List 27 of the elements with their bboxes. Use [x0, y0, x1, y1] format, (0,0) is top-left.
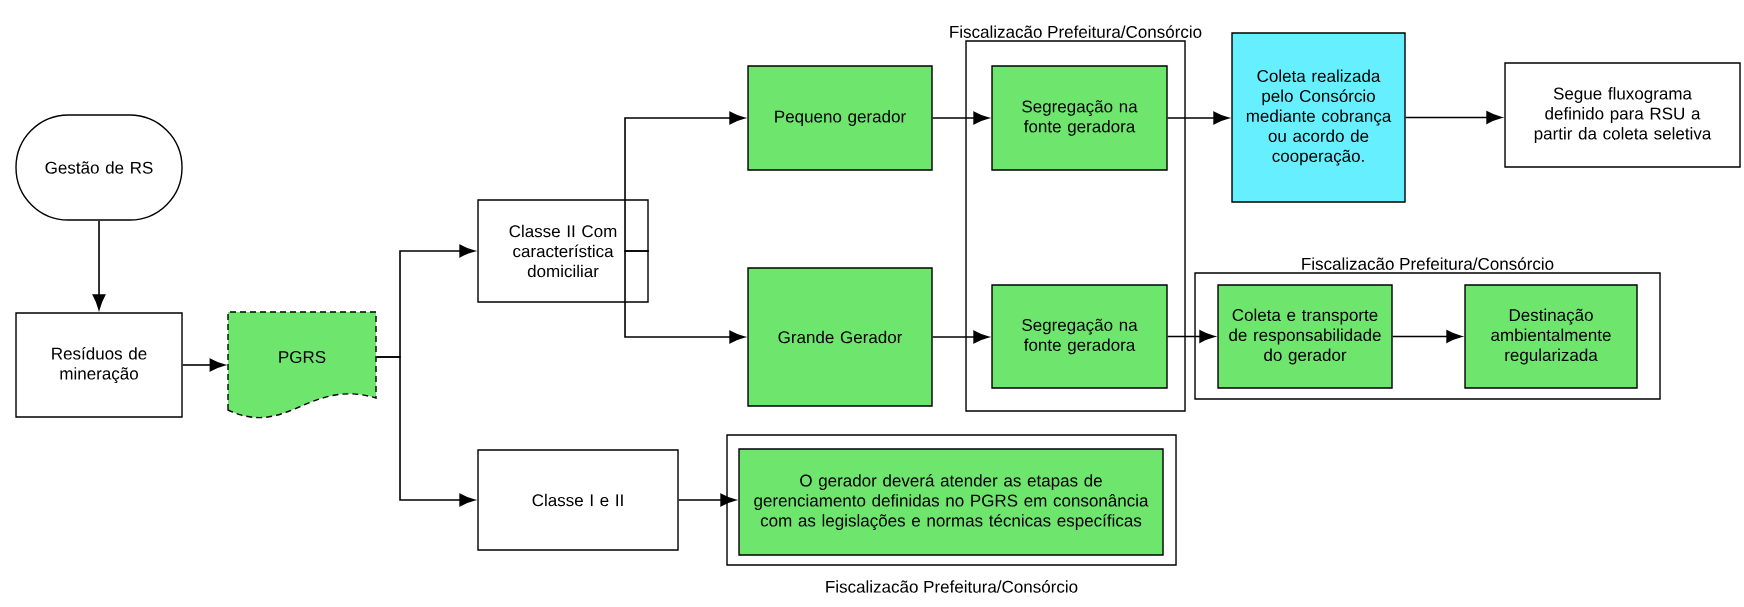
arrow — [92, 219, 106, 310]
process-box: Resíduos de mineração — [15, 312, 183, 418]
arrow — [624, 111, 745, 252]
process-box: Classe II Com característica domiciliar — [477, 199, 649, 303]
process-box: Segue fluxograma definido para RSU a partir da coleta seletiva — [1504, 62, 1741, 168]
arrow — [1166, 330, 1215, 343]
arrow — [931, 330, 989, 344]
arrow — [375, 356, 475, 507]
process-box: Segregação na fonte geradora — [991, 65, 1168, 171]
process-box: Grande Gerador — [747, 267, 933, 407]
process-box: O gerador deverá atender as etapas de gerenciamento definidas no PGRS em consonância com as legislações e normas técnicas específicas — [738, 448, 1164, 556]
arrow — [1391, 330, 1462, 343]
node-label: Fiscalizacão Prefeitura/Consórcio — [826, 580, 1078, 593]
arrow — [1404, 111, 1502, 124]
process-box: Coleta e transporte de responsabilidade do gerador — [1217, 284, 1393, 389]
process-box: Destinação ambientalmente regularizada — [1464, 284, 1638, 389]
node-label: Fiscalizacão Prefeitura/Consórcio — [1302, 257, 1554, 270]
arrow — [624, 250, 745, 344]
arrow — [1166, 111, 1229, 125]
arrow — [931, 111, 989, 125]
process-box: Segregação na fonte geradora — [991, 284, 1168, 389]
process-box: Classe I e II — [477, 449, 679, 551]
arrow — [181, 358, 226, 372]
process-box: Coleta realizada pelo Consórcio mediante cobrança ou acordo de cooperação. — [1231, 32, 1406, 203]
process-box: Pequeno gerador — [747, 65, 933, 171]
arrow — [677, 493, 736, 507]
node-label: Fiscalizacão Prefeitura/Consórcio — [950, 25, 1202, 38]
